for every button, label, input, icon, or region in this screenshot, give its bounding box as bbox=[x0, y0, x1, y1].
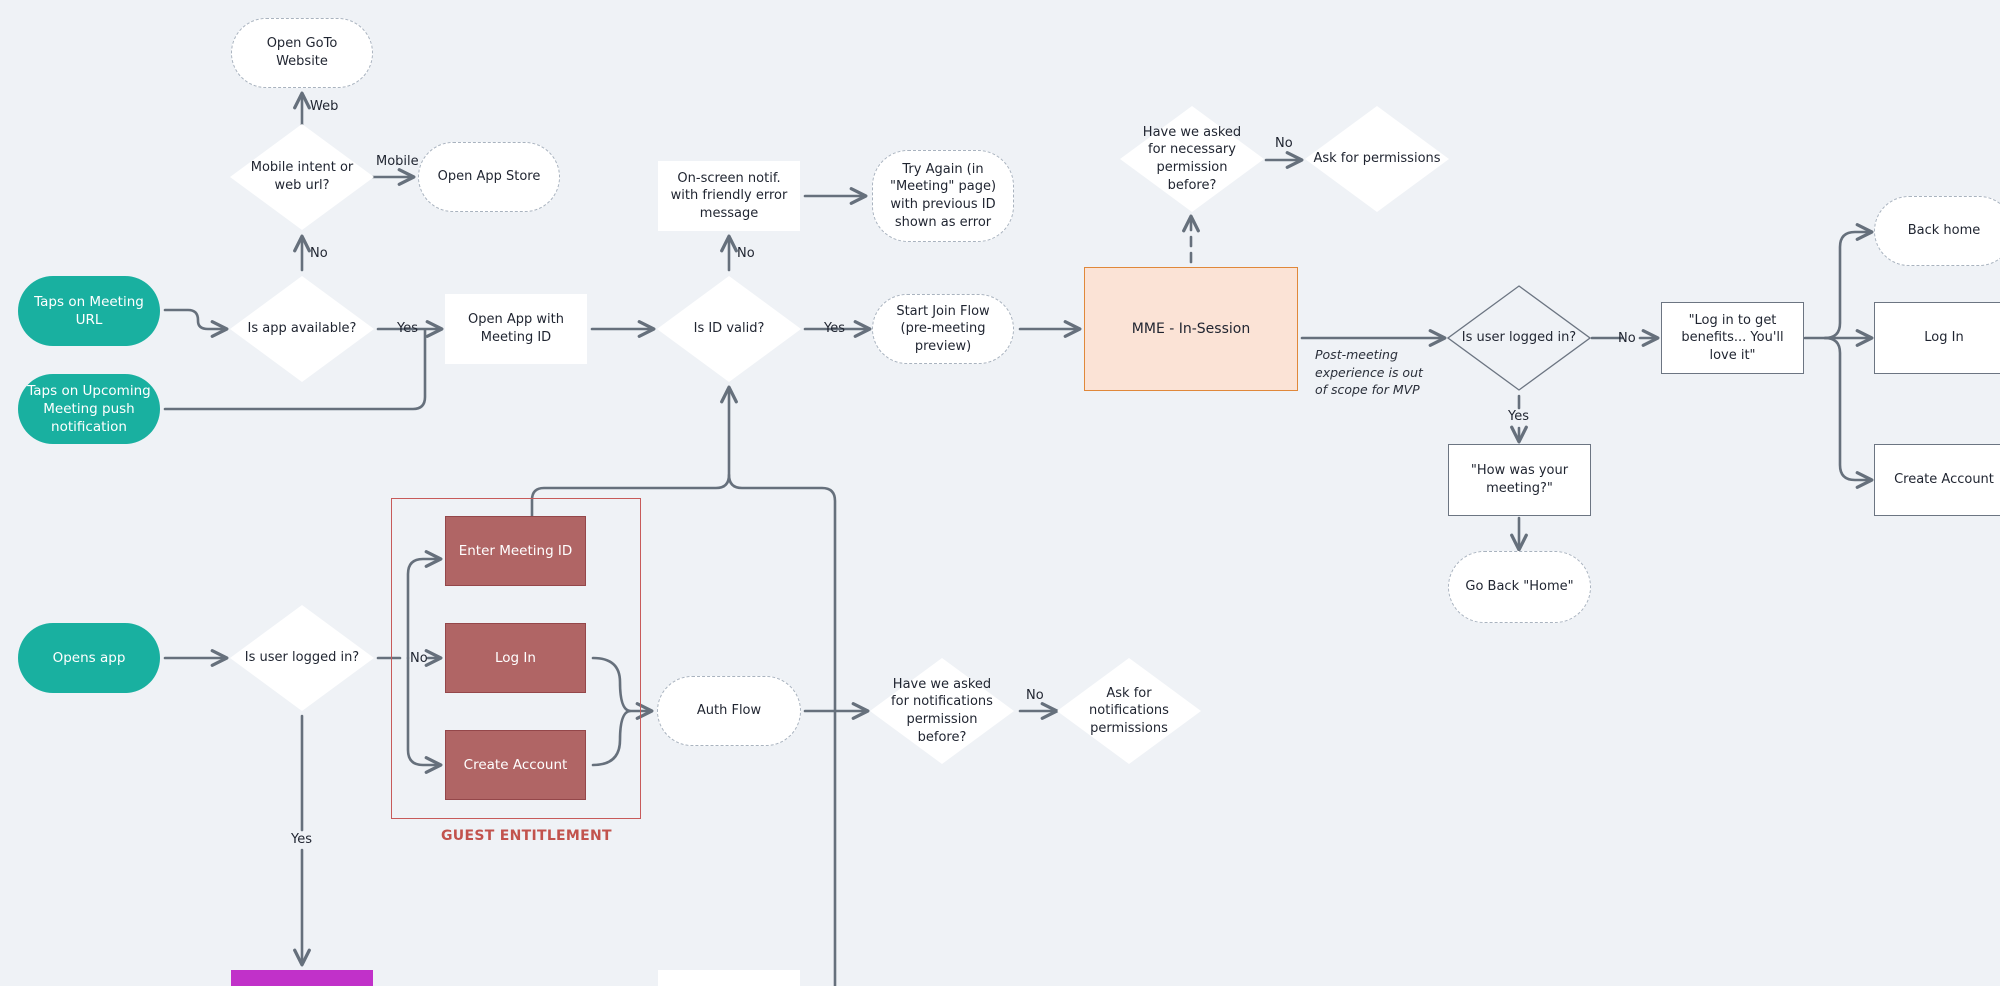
label-mobile: Mobile bbox=[376, 154, 419, 169]
label-yes-login-top: Yes bbox=[1508, 409, 1529, 424]
terminal-start-join-flow[interactable]: Start Join Flow (pre-meeting preview) bbox=[872, 294, 1014, 364]
decision-is-app-available[interactable]: Is app available? bbox=[230, 276, 374, 382]
process-create-account-right[interactable]: Create Account bbox=[1874, 444, 2000, 516]
terminal-open-app-store[interactable]: Open App Store bbox=[418, 142, 560, 212]
note-post-meeting: Post-meeting experience is out of scope … bbox=[1315, 347, 1423, 397]
terminal-go-back-home[interactable]: Go Back "Home" bbox=[1448, 551, 1591, 623]
decision-is-user-logged-in-bottom[interactable]: Is user logged in? bbox=[230, 605, 374, 711]
partial-white-node[interactable] bbox=[658, 970, 800, 986]
label-no-notifications: No bbox=[1026, 688, 1044, 703]
label-no-permission: No bbox=[1275, 136, 1293, 151]
guest-entitlement-title: GUEST ENTITLEMENT bbox=[441, 828, 612, 844]
process-open-app-meeting-id[interactable]: Open App with Meeting ID bbox=[445, 294, 587, 364]
label-no-id: No bbox=[737, 246, 755, 261]
terminal-back-home[interactable]: Back home bbox=[1874, 196, 2000, 266]
label-yes-login-bottom: Yes bbox=[291, 832, 312, 847]
decision-ask-permissions[interactable]: Ask for permissions bbox=[1305, 106, 1449, 212]
process-mme-in-session[interactable]: MME - In-Session bbox=[1084, 267, 1298, 391]
decision-is-user-logged-in-top[interactable]: Is user logged in? bbox=[1447, 285, 1591, 391]
process-log-in-benefits[interactable]: "Log in to get benefits... You'll love i… bbox=[1661, 302, 1804, 374]
label-no-login-top: No bbox=[1618, 331, 1636, 346]
process-how-was-meeting[interactable]: "How was your meeting?" bbox=[1448, 444, 1591, 516]
guest-entitlement-group bbox=[391, 498, 641, 819]
label-no-app: No bbox=[310, 246, 328, 261]
partial-magenta-node[interactable] bbox=[231, 970, 373, 986]
terminal-open-goto-website[interactable]: Open GoTo Website bbox=[231, 18, 373, 88]
decision-asked-permission[interactable]: Have we asked for necessary permission b… bbox=[1120, 106, 1264, 212]
label-yes-app: Yes bbox=[397, 321, 418, 336]
terminal-try-again[interactable]: Try Again (in "Meeting" page) with previ… bbox=[872, 150, 1014, 242]
terminal-auth-flow[interactable]: Auth Flow bbox=[657, 676, 801, 746]
process-log-in-right[interactable]: Log In bbox=[1874, 302, 2000, 374]
start-opens-app[interactable]: Opens app bbox=[18, 623, 160, 693]
label-yes-id: Yes bbox=[824, 321, 845, 336]
label-no-login-bottom: No bbox=[410, 651, 428, 666]
start-taps-meeting-url[interactable]: Taps on Meeting URL bbox=[18, 276, 160, 346]
start-taps-upcoming-meeting[interactable]: Taps on Upcoming Meeting push notificati… bbox=[18, 374, 160, 444]
guest-enter-meeting-id[interactable]: Enter Meeting ID bbox=[445, 516, 586, 586]
decision-ask-notifications[interactable]: Ask for notifications permissions bbox=[1057, 658, 1201, 764]
process-onscreen-notif[interactable]: On-screen notif. with friendly error mes… bbox=[658, 161, 800, 231]
decision-is-id-valid[interactable]: Is ID valid? bbox=[657, 276, 801, 382]
label-web: Web bbox=[310, 99, 339, 114]
guest-log-in[interactable]: Log In bbox=[445, 623, 586, 693]
decision-mobile-intent[interactable]: Mobile intent or web url? bbox=[230, 124, 374, 230]
guest-create-account[interactable]: Create Account bbox=[445, 730, 586, 800]
decision-asked-notifications[interactable]: Have we asked for notifications permissi… bbox=[870, 658, 1014, 764]
